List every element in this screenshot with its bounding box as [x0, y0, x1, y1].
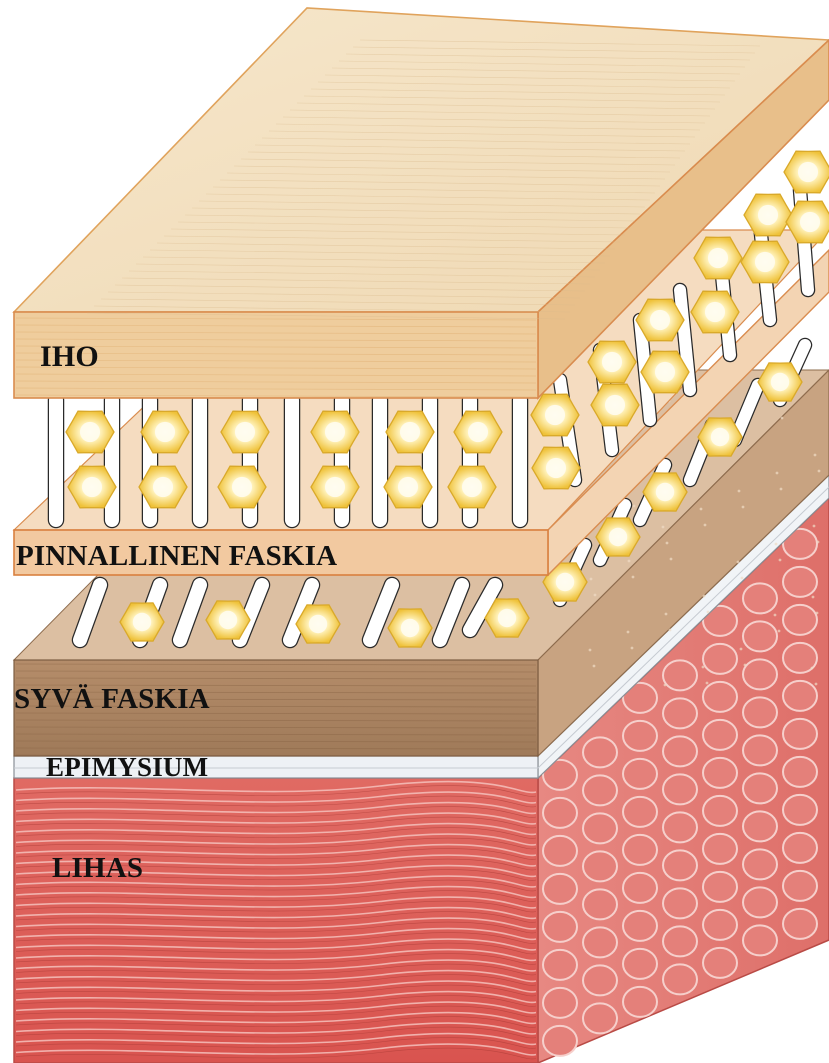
- deep-fascia-label: SYVÄ FASKIA: [14, 683, 210, 716]
- superficial-fascia-label: PINNALLINEN FASKIA: [16, 540, 337, 573]
- skin-label: IHO: [40, 340, 99, 374]
- muscle-front-face: [14, 778, 538, 1063]
- fat-lobule: [784, 151, 829, 193]
- epimysium-label: EPIMYSIUM: [46, 752, 208, 783]
- muscle-label: LIHAS: [52, 852, 143, 885]
